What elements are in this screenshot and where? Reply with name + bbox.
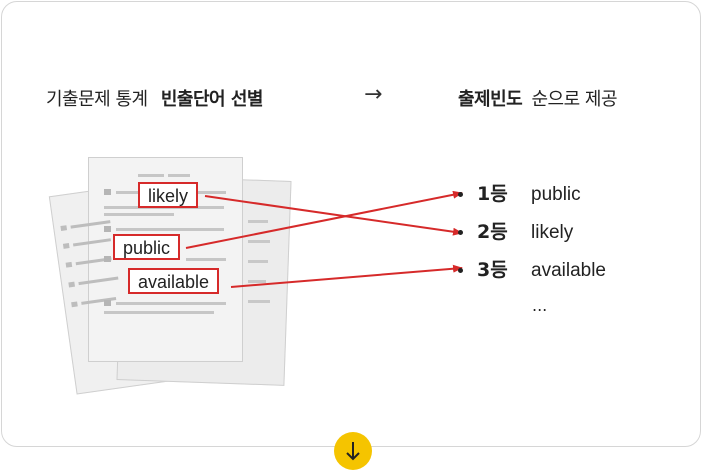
rank-label: 3등 (477, 259, 508, 281)
ranking-item-3: 3등 available (458, 257, 606, 283)
ranking-ellipsis: ... (532, 296, 548, 315)
header-arrow: → (364, 82, 383, 107)
header-right-bold: 출제빈도 (458, 89, 523, 110)
rank-word: likely (531, 222, 574, 243)
ranking-item-2: 2등 likely (458, 219, 573, 245)
header-right-normal: 순으로 제공 (531, 89, 618, 110)
arrow-down-icon (346, 442, 360, 461)
rank-label: 1등 (477, 183, 508, 205)
rank-word: available (531, 260, 606, 281)
header-left-bold: 빈출단어 선별 (160, 89, 264, 110)
bullet-icon (458, 268, 463, 273)
word-box-likely: likely (138, 182, 199, 208)
word-box-public: public (113, 234, 181, 260)
word-box-available: available (128, 268, 220, 294)
header-right: 출제빈도 순으로 제공 (458, 85, 618, 111)
header-left-normal: 기출문제 통계 (46, 89, 148, 110)
rank-label: 2등 (477, 221, 508, 243)
bullet-icon (458, 192, 463, 197)
ranking-item-1: 1등 public (458, 181, 581, 207)
rank-word: public (531, 184, 581, 205)
header-left: 기출문제 통계 빈출단어 선별 (46, 85, 263, 111)
bullet-icon (458, 230, 463, 235)
down-button[interactable] (334, 432, 372, 470)
